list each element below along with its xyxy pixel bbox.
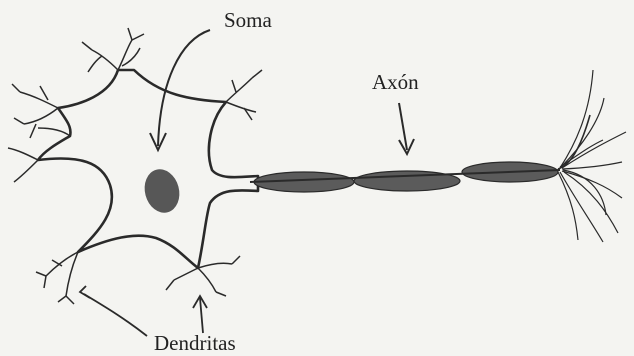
- dendrites-label: Dendritas: [154, 333, 236, 354]
- axon-label: Axón: [372, 72, 419, 93]
- soma-label: Soma: [224, 10, 272, 31]
